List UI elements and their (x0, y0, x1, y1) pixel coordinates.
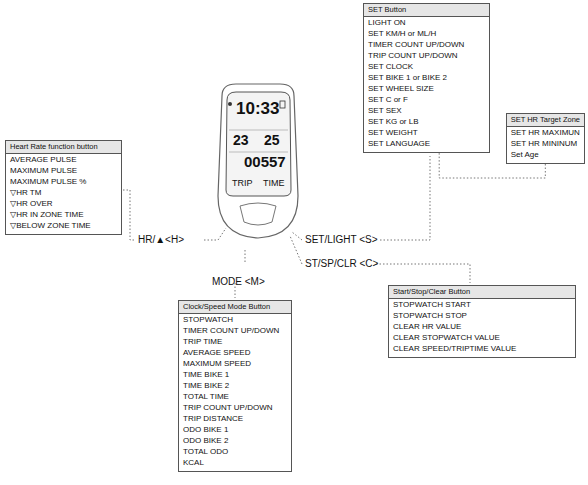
screen-text: TIME (263, 179, 285, 189)
menu-item: TIMER COUNT UP/DOWN (364, 39, 489, 50)
menu-box: SET HR Target ZoneSET HR MAXIMUNSET HR M… (506, 113, 585, 164)
menu-item: TRIP TIME (179, 336, 291, 347)
menu-item: ▽HR OVER (6, 198, 121, 209)
menu-box: Clock/Speed Mode ButtonSTOPWATCHTIMER CO… (178, 300, 292, 472)
screen-digits: 00557 (244, 154, 286, 171)
menu-item: LIGHT ON (364, 17, 489, 28)
menu-item: TOTAL TIME (179, 391, 291, 402)
menu-item: SET C or F (364, 94, 489, 105)
leader-line (290, 236, 302, 264)
menu-item: SET CLOCK (364, 61, 489, 72)
button-label: MODE <M> (212, 276, 265, 287)
menu-item: ODO BIKE 1 (179, 424, 291, 435)
menu-item: ▽HR TM (6, 187, 121, 198)
menu-item: STOPWATCH START (389, 299, 575, 310)
button-label: ST/SP/CLR <C> (305, 258, 378, 269)
box-heading: Start/Stop/Clear Button (389, 286, 575, 299)
box-heading: Clock/Speed Mode Button (179, 301, 291, 314)
menu-item: SET HR MININUM (507, 138, 584, 149)
menu-item: TIMER COUNT UP/DOWN (179, 325, 291, 336)
box-heading: Heart Rate function button (6, 141, 121, 154)
screen-digits: 23 (233, 133, 249, 148)
screen-digits: 25 (264, 133, 280, 148)
device-body (218, 84, 298, 238)
box-heading: SET HR Target Zone (507, 114, 584, 127)
leader-line (376, 264, 470, 283)
screen-digits: 10:33 (236, 100, 279, 119)
menu-item: SET LANGUAGE (364, 138, 489, 149)
menu-item: MAXIMUM SPEED (179, 358, 291, 369)
menu-item: TIME BIKE 2 (179, 380, 291, 391)
menu-box: Heart Rate function buttonAVERAGE PULSEM… (5, 140, 122, 235)
menu-item: ODO BIKE 2 (179, 435, 291, 446)
box-heading: SET Button (364, 4, 489, 17)
menu-item: MAXIMUM PULSE % (6, 176, 121, 187)
menu-box: SET ButtonLIGHT ONSET KM/H or ML/HTIMER … (363, 3, 490, 153)
menu-item: CLEAR STOPWATCH VALUE (389, 332, 575, 343)
screen-icon (280, 101, 285, 108)
menu-item: TRIP COUNT UP/DOWN (364, 50, 489, 61)
menu-item: CLEAR SPEED/TRIPTIME VALUE (389, 343, 575, 354)
menu-item: Set Age (507, 149, 584, 160)
mode-button (240, 203, 276, 225)
menu-item: SET SEX (364, 105, 489, 116)
menu-item: TIME BIKE 1 (179, 369, 291, 380)
menu-item: TOTAL ODO (179, 446, 291, 457)
menu-item: ▽BELOW ZONE TIME (6, 220, 121, 231)
menu-box: Start/Stop/Clear ButtonSTOPWATCH STARTST… (388, 285, 576, 358)
menu-item: SET BIKE 1 or BIKE 2 (364, 72, 489, 83)
menu-item: TRIP DISTANCE (179, 413, 291, 424)
button-label: SET/LIGHT <S> (305, 234, 378, 245)
leader-line (380, 156, 430, 240)
screen-icon (228, 102, 232, 106)
menu-item: KCAL (179, 457, 291, 468)
screen-divider (229, 130, 288, 131)
menu-item: SET KM/H or ML/H (364, 28, 489, 39)
menu-item: SET WEIGHT (364, 127, 489, 138)
menu-item: STOPWATCH (179, 314, 291, 325)
device-screen (226, 92, 291, 196)
menu-item: SET KG or LB (364, 116, 489, 127)
screen-text: TRIP (232, 179, 253, 189)
menu-item: SET WHEEL SIZE (364, 83, 489, 94)
menu-item: TRIP COUNT UP/DOWN (179, 402, 291, 413)
menu-item: SET HR MAXIMUN (507, 127, 584, 138)
bike-computer (218, 84, 298, 238)
leader-line (245, 248, 246, 262)
leader-line (204, 228, 226, 240)
leader-line (123, 190, 136, 240)
button-label: HR/▲<H> (138, 234, 184, 245)
screen-divider (229, 152, 288, 153)
menu-item: AVERAGE PULSE (6, 154, 121, 165)
menu-item: STOPWATCH STOP (389, 310, 575, 321)
menu-item: MAXIMUM PULSE (6, 165, 121, 176)
menu-item: ▽HR IN ZONE TIME (6, 209, 121, 220)
menu-item: CLEAR HR VALUE (389, 321, 575, 332)
menu-item: AVERAGE SPEED (179, 347, 291, 358)
leader-line (292, 232, 302, 240)
